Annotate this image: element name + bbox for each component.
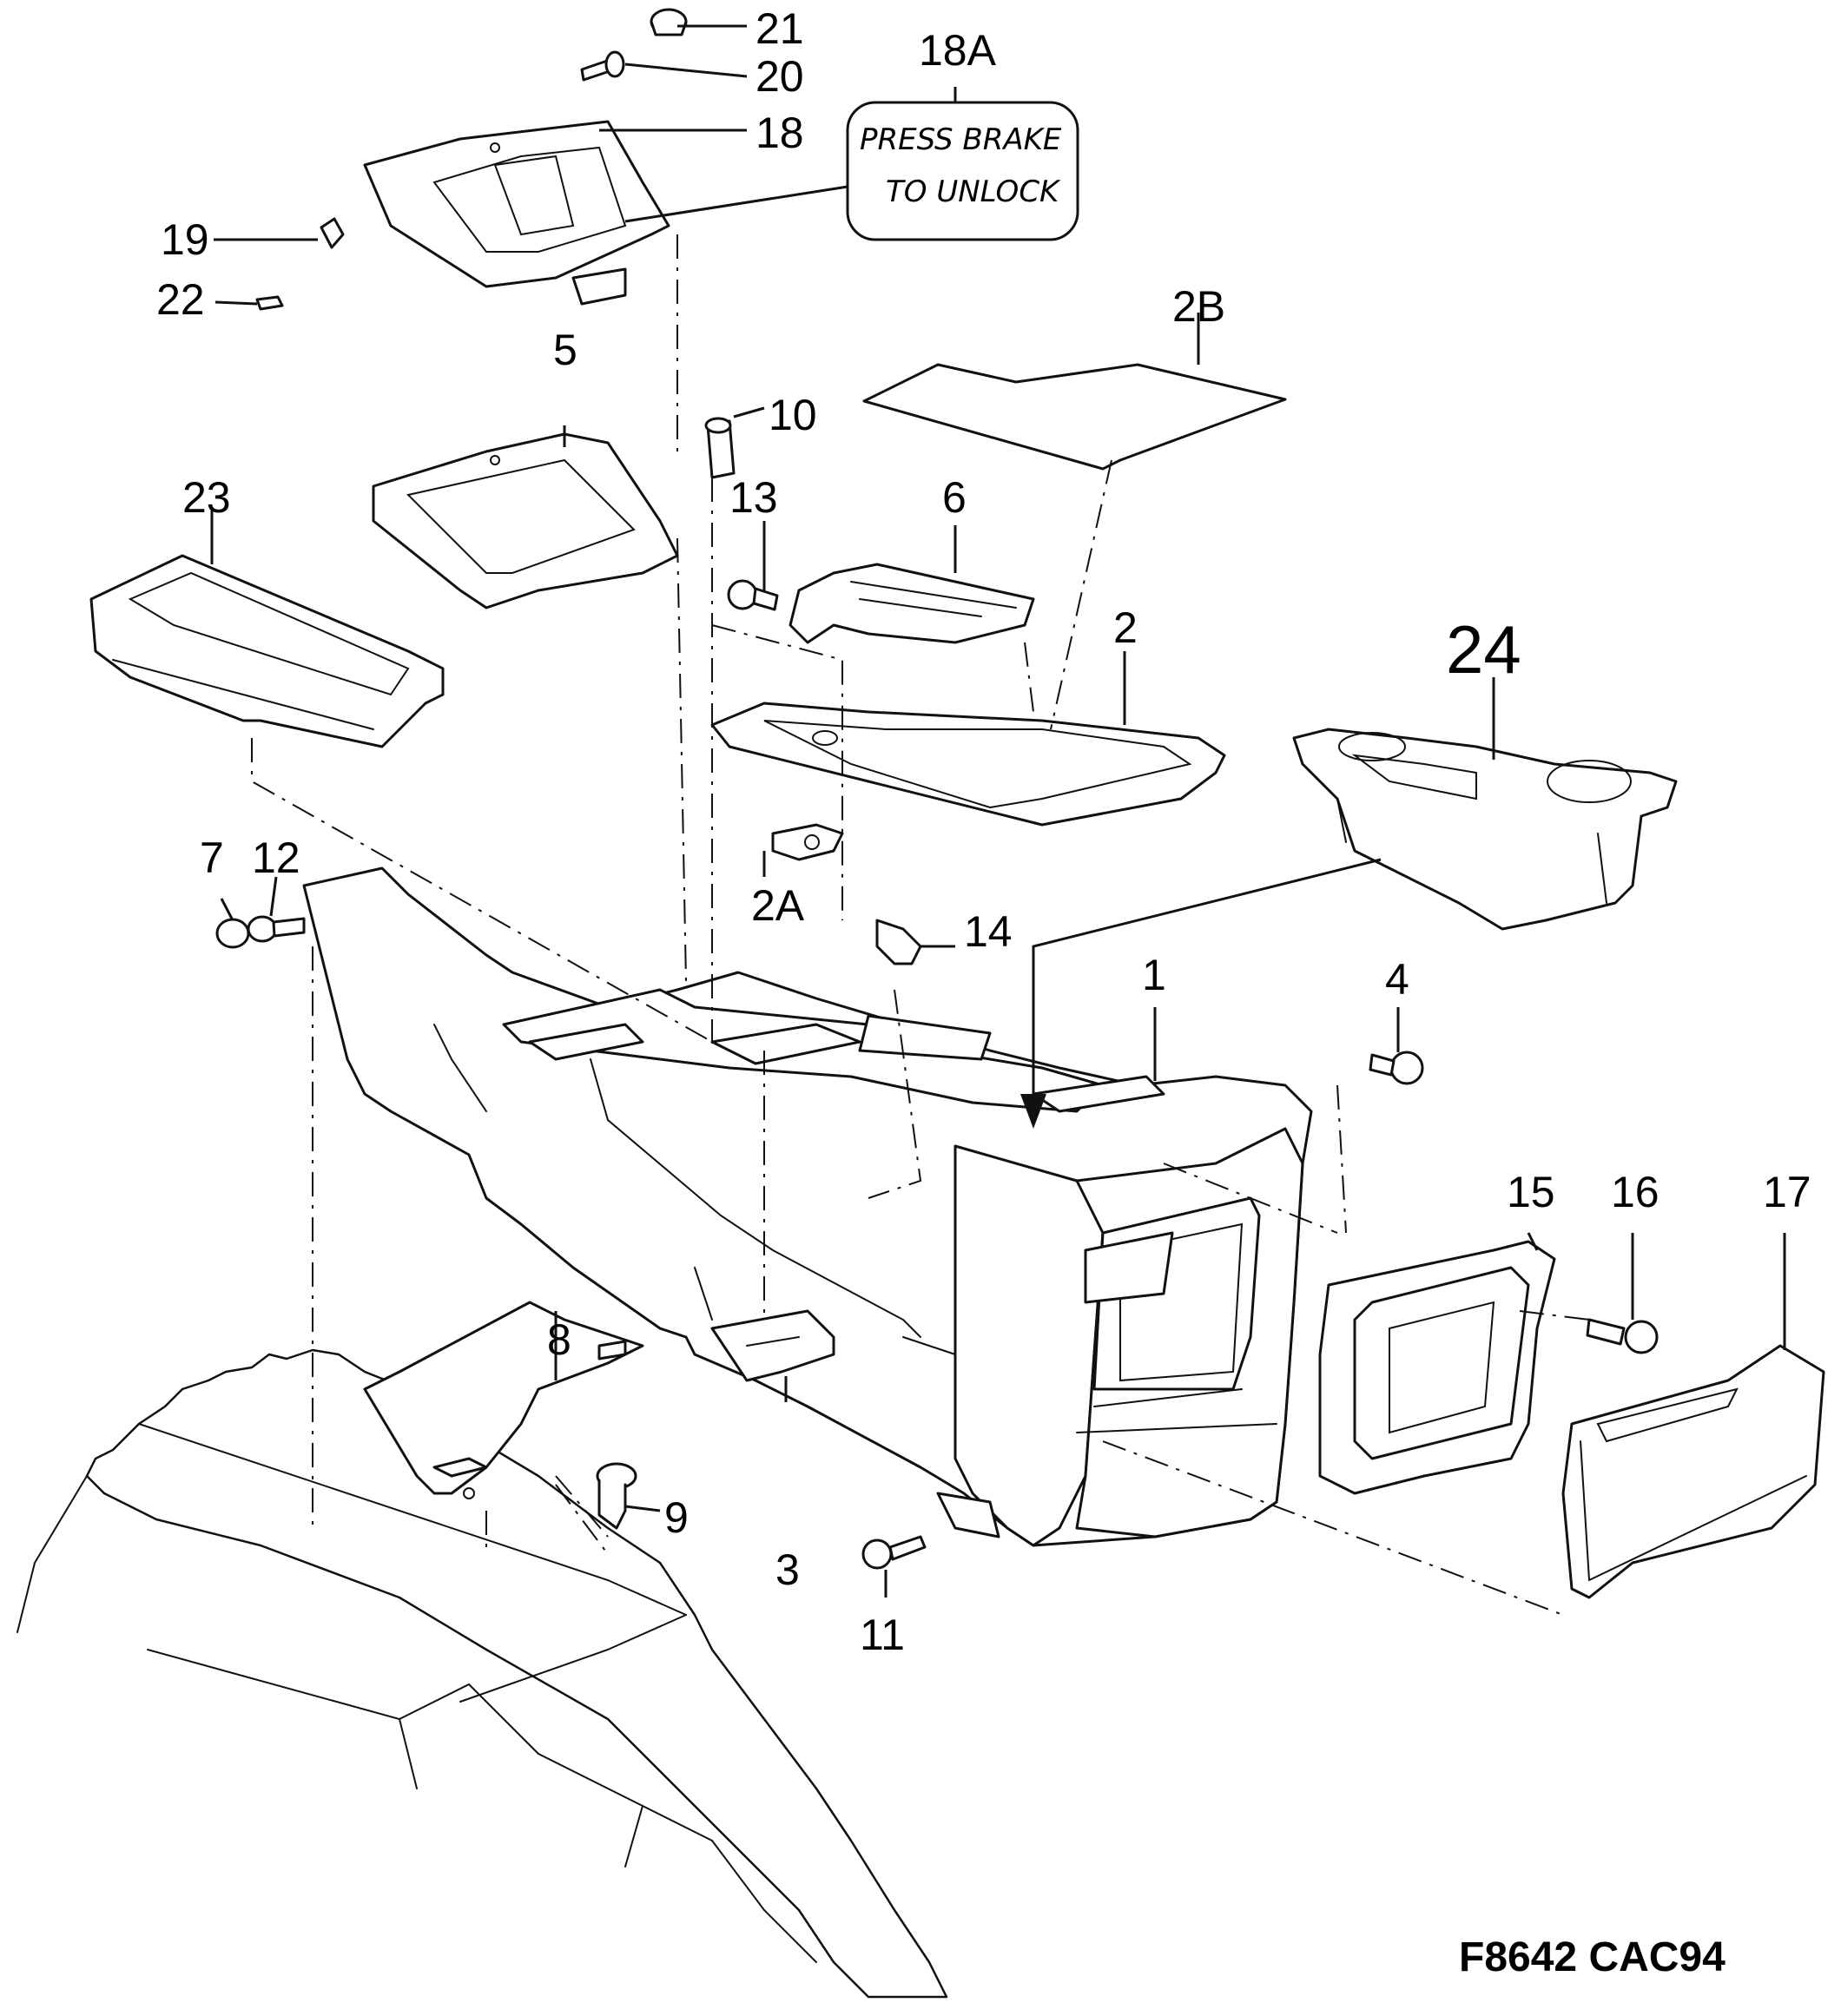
callout-14: 14 [964,907,1013,956]
part-8-mounting-bracket [363,1301,644,1499]
part-9-bolt [596,1462,637,1530]
callout-2b: 2B [1172,282,1225,331]
part-7-cap [215,918,250,949]
part-24-cupholder [1292,728,1678,931]
callout-13: 13 [729,473,778,522]
figure-code: F8642 CAC94 [1459,1934,1726,1980]
callout-12: 12 [252,833,300,882]
part-10-bushing [704,417,736,479]
part-3-bracket [710,1309,835,1382]
callout-10: 10 [769,391,817,439]
part-22-bulb [255,295,284,311]
callout-22: 22 [156,275,205,324]
part-19-bulb-holder [320,217,345,249]
callout-20: 20 [756,52,804,101]
part-2a-latch [771,823,844,861]
callout-19: 19 [161,215,209,264]
callout-4: 4 [1385,955,1409,1004]
callout-5: 5 [553,326,577,374]
callout-9: 9 [664,1493,689,1542]
label-line1: PRESS BRAKE [860,122,1062,157]
callout-3: 3 [775,1545,800,1594]
callout-21: 21 [756,4,804,53]
callout-15: 15 [1507,1168,1555,1216]
floor-tunnel [16,1348,948,1999]
callout-2a: 2A [751,881,805,930]
alignment-lines [251,234,1590,1616]
part-1-console-body [302,866,1313,1547]
callout-16: 16 [1611,1168,1660,1216]
callout-11: 11 [860,1611,905,1659]
part-2b-pad [862,363,1287,471]
part-18a-warning-label: PRESS BRAKE TO UNLOCK [846,101,1079,241]
part-14-clip [875,919,922,965]
label-line2: TO UNLOCK [886,175,1061,209]
callouts: 21 20 18 18A 19 22 2B 5 10 13 6 23 2 24 … [156,4,1811,1659]
part-2-armrest-lid [710,702,1226,827]
part-16-screw [1586,1318,1659,1354]
callout-1: 1 [1142,951,1166,999]
part-20-screw [580,50,625,82]
part-5-trim-frame [372,432,679,609]
part-11-screw [861,1535,927,1570]
callout-23: 23 [182,473,231,522]
callout-7: 7 [200,833,224,882]
callout-17: 17 [1763,1168,1811,1216]
part-12-bolt [247,915,306,943]
callout-2: 2 [1113,603,1138,652]
part-13-screw [727,579,779,611]
part-18-shift-cover [363,120,670,306]
part-15-ashtray-housing [1318,1240,1556,1495]
part-6-latch-housing [789,563,1035,644]
callout-24: 24 [1446,611,1521,688]
callout-18a: 18A [919,26,997,75]
part-21-cap [650,8,688,36]
callout-8: 8 [547,1315,571,1364]
callout-6: 6 [942,473,967,522]
callout-18: 18 [756,109,804,157]
leader-lines [210,24,1786,1598]
part-23-storage-tray [89,554,445,748]
part-17-ashtray-drawer [1561,1344,1825,1599]
part-4-screw [1369,1051,1424,1085]
